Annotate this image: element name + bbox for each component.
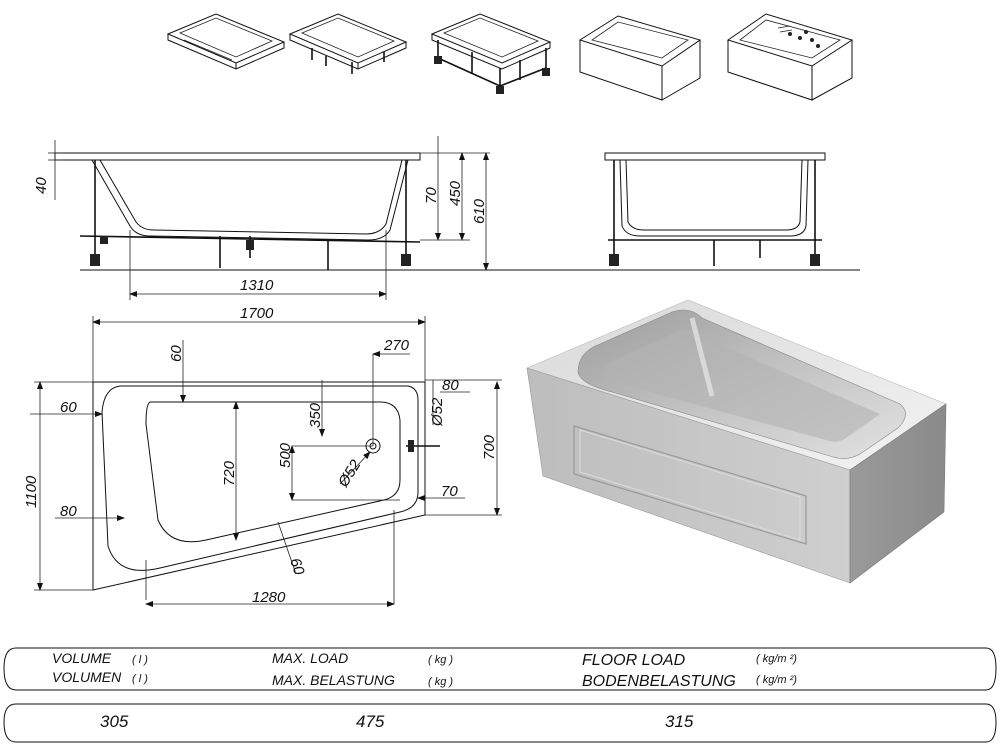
- dim-outlet-diameter-overflow: Ø52: [429, 397, 446, 427]
- label-volume-de-unit: ( l ): [132, 673, 148, 685]
- dim-drain-y: 500: [277, 442, 294, 468]
- side-view-short: [604, 152, 826, 266]
- value-floor-load: 315: [665, 712, 694, 731]
- dim-depth: 450: [447, 180, 464, 206]
- dim-rim-slant: 60: [286, 556, 308, 578]
- value-max-load: 475: [356, 712, 385, 731]
- label-floor-load-unit: ( kg/m ²): [756, 653, 797, 665]
- dim-rim-right-bottom: 70: [441, 483, 458, 500]
- dim-bottom-length: 1310: [240, 277, 274, 294]
- thumbnail-bathtub-with-frame: [430, 13, 552, 94]
- dim-rim-left-bottom: 80: [60, 503, 77, 520]
- dim-inner-depth: 70: [423, 187, 440, 204]
- thumbnail-bathtub-only: [166, 13, 286, 70]
- dim-rim-height: 40: [33, 177, 50, 194]
- side-view-long: 40 70 450 610 1310: [33, 136, 860, 300]
- label-max-load-de-unit: ( kg ): [428, 676, 453, 688]
- label-max-load: MAX. LOAD: [272, 650, 348, 666]
- label-floor-load-de: BODENBELASTUNG: [582, 673, 736, 690]
- dim-outlet-y: 350: [307, 402, 324, 428]
- thumbnail-bathtub-with-legs: [288, 13, 408, 74]
- dim-length: 1700: [240, 305, 274, 322]
- label-max-load-de: MAX. BELASTUNG: [272, 672, 395, 688]
- dim-outlet-diameter: Ø52: [334, 457, 364, 491]
- thumbnail-bathtub-with-front-panel: [578, 15, 702, 101]
- dim-inner-length: 1280: [252, 589, 286, 606]
- plan-view: 1700 60 270 80 60 350 Ø52 720 500 Ø52 70…: [23, 305, 502, 607]
- dim-depth-right: 700: [481, 434, 498, 460]
- dim-rim-right: 80: [442, 377, 459, 394]
- label-volume-de: VOLUMEN: [52, 669, 122, 685]
- dim-inner-width: 720: [221, 460, 238, 486]
- label-max-load-unit: ( kg ): [428, 654, 453, 666]
- bathtub-3d-render: [526, 299, 947, 584]
- label-floor-load-de-unit: ( kg/m ²): [756, 674, 797, 686]
- dim-rim-top: 60: [168, 345, 185, 362]
- dim-outlet-offset: 270: [383, 337, 410, 354]
- label-volume: VOLUME: [52, 650, 112, 666]
- label-floor-load: FLOOR LOAD: [582, 652, 686, 669]
- dim-width: 1100: [23, 475, 40, 508]
- dim-total-height: 610: [471, 198, 488, 224]
- dim-rim-left: 60: [60, 399, 77, 416]
- value-volume: 305: [100, 712, 129, 731]
- label-volume-unit: ( l ): [132, 654, 148, 666]
- thumbnail-bathtub-with-panel-and-hydromassage: [726, 13, 854, 101]
- spec-table: VOLUME ( l ) VOLUMEN ( l ) MAX. LOAD ( k…: [3, 647, 997, 743]
